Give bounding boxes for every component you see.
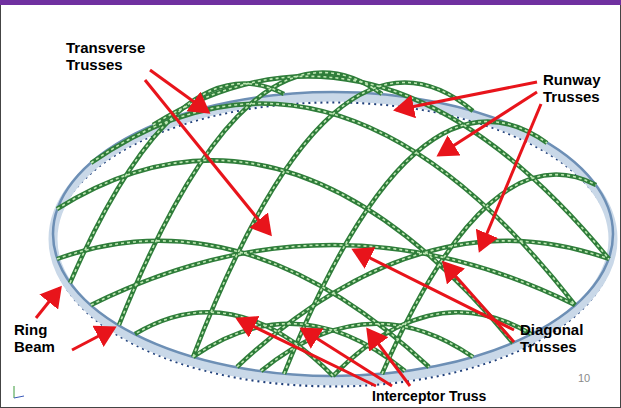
part-label: Diagonal Trusses bbox=[520, 322, 602, 356]
part-label: Transverse Trusses bbox=[66, 40, 162, 74]
axis-icon bbox=[14, 386, 24, 398]
part-label: Interceptor Truss bbox=[372, 389, 522, 405]
part-label: Runway Trusses bbox=[543, 72, 617, 106]
dome-structure bbox=[53, 73, 613, 386]
part-label: Ring Beam bbox=[14, 322, 66, 356]
leader-arrows bbox=[36, 70, 541, 386]
page-number: 10 bbox=[578, 372, 608, 384]
title-bar bbox=[0, 0, 621, 5]
